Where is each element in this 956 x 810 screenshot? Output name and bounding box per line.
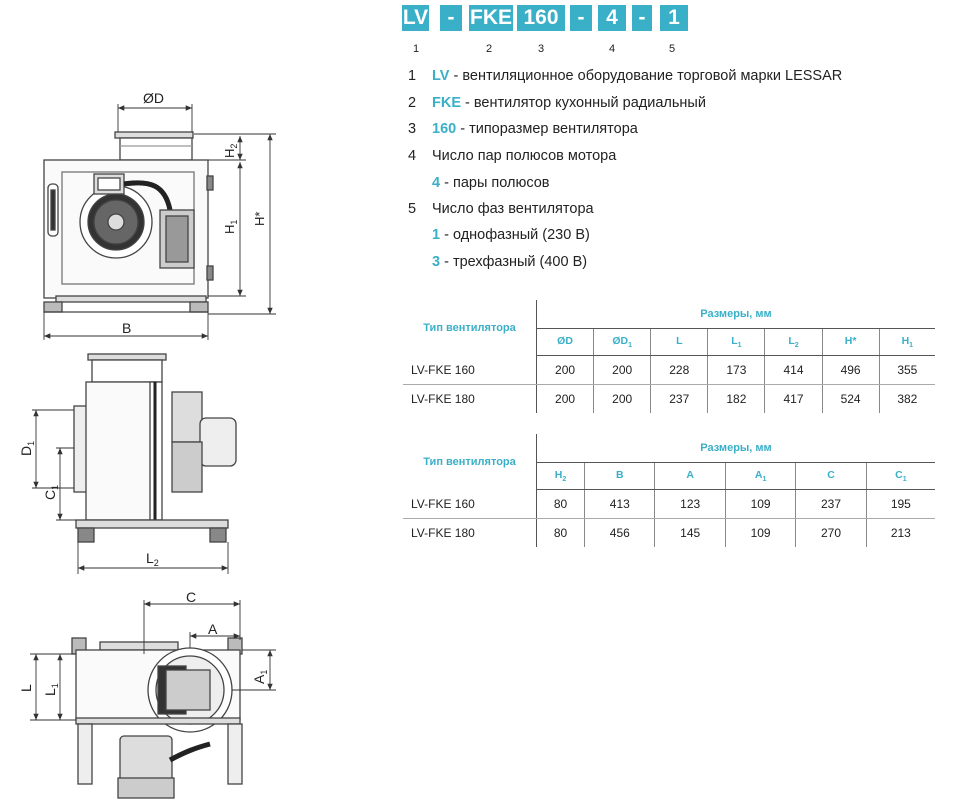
code-segment-phases: 1 xyxy=(660,5,688,31)
table-row: LV-FKE 160 200 200 228 173 414 496 355 xyxy=(403,355,935,385)
code-segment-series: LV xyxy=(402,5,429,31)
table-row: LV-FKE 160 80 413 123 109 237 195 xyxy=(403,489,935,519)
code-segment-poles: 4 xyxy=(598,5,626,31)
code-number: 3 xyxy=(537,43,545,55)
label-c: C xyxy=(186,589,196,605)
label-od: ØD xyxy=(143,90,164,106)
code-number: 4 xyxy=(608,43,616,55)
top-view xyxy=(71,637,243,799)
label-b: B xyxy=(122,320,131,336)
side-view xyxy=(73,353,237,543)
label-l2: L2 xyxy=(146,550,159,568)
label-l: L xyxy=(18,684,34,692)
column-header: L1 xyxy=(707,328,766,356)
column-header: L2 xyxy=(764,328,823,356)
code-number: 5 xyxy=(668,43,676,55)
legend-item: 4 - пары полюсов xyxy=(432,175,550,191)
code-number: 2 xyxy=(485,43,493,55)
dimensions-table-1: Тип вентилятора Размеры, мм ØD ØD1 L L1 … xyxy=(403,300,935,413)
label-a: A xyxy=(208,621,218,637)
dimensions-group-header: Размеры, мм xyxy=(536,300,935,329)
technical-drawing: ØD B H2 H1 H* D1 C1 L2 xyxy=(18,90,276,799)
label-h: H* xyxy=(252,212,267,226)
legend-item: 3 - трехфазный (400 В) xyxy=(432,254,588,270)
column-header: A1 xyxy=(725,462,797,490)
column-header: H1 xyxy=(879,328,935,356)
type-header: Тип вентилятора xyxy=(403,434,537,490)
code-number: 1 xyxy=(412,43,420,55)
table-row: LV-FKE 180 80 456 145 109 270 213 xyxy=(403,518,935,547)
column-header: A xyxy=(654,462,726,490)
column-header: ØD1 xyxy=(593,328,652,356)
column-header: C1 xyxy=(866,462,935,490)
dimensions-table-2: Тип вентилятора Размеры, мм H2 B A A1 C … xyxy=(403,434,935,547)
label-d1: D1 xyxy=(18,441,36,456)
column-header: C xyxy=(795,462,867,490)
label-l1: L1 xyxy=(42,683,60,696)
label-a1: A1 xyxy=(251,670,269,684)
column-header: B xyxy=(584,462,656,490)
column-header: L xyxy=(650,328,709,356)
label-h2: H2 xyxy=(222,144,239,158)
code-separator: - xyxy=(632,5,652,31)
front-view xyxy=(43,131,214,313)
legend-item: 1 - однофазный (230 В) xyxy=(432,227,590,243)
column-header: H* xyxy=(822,328,880,356)
column-header: H2 xyxy=(536,462,586,490)
type-header: Тип вентилятора xyxy=(403,300,537,356)
code-separator: - xyxy=(440,5,462,31)
code-separator: - xyxy=(570,5,592,31)
column-header: ØD xyxy=(536,328,595,356)
table-row: LV-FKE 180 200 200 237 182 417 524 382 xyxy=(403,384,935,413)
label-c1: C1 xyxy=(42,485,60,500)
dimensions-group-header: Размеры, мм xyxy=(536,434,935,463)
code-segment-size: 160 xyxy=(517,5,565,31)
label-h1: H1 xyxy=(222,220,239,234)
code-segment-type: FKE xyxy=(469,5,513,31)
